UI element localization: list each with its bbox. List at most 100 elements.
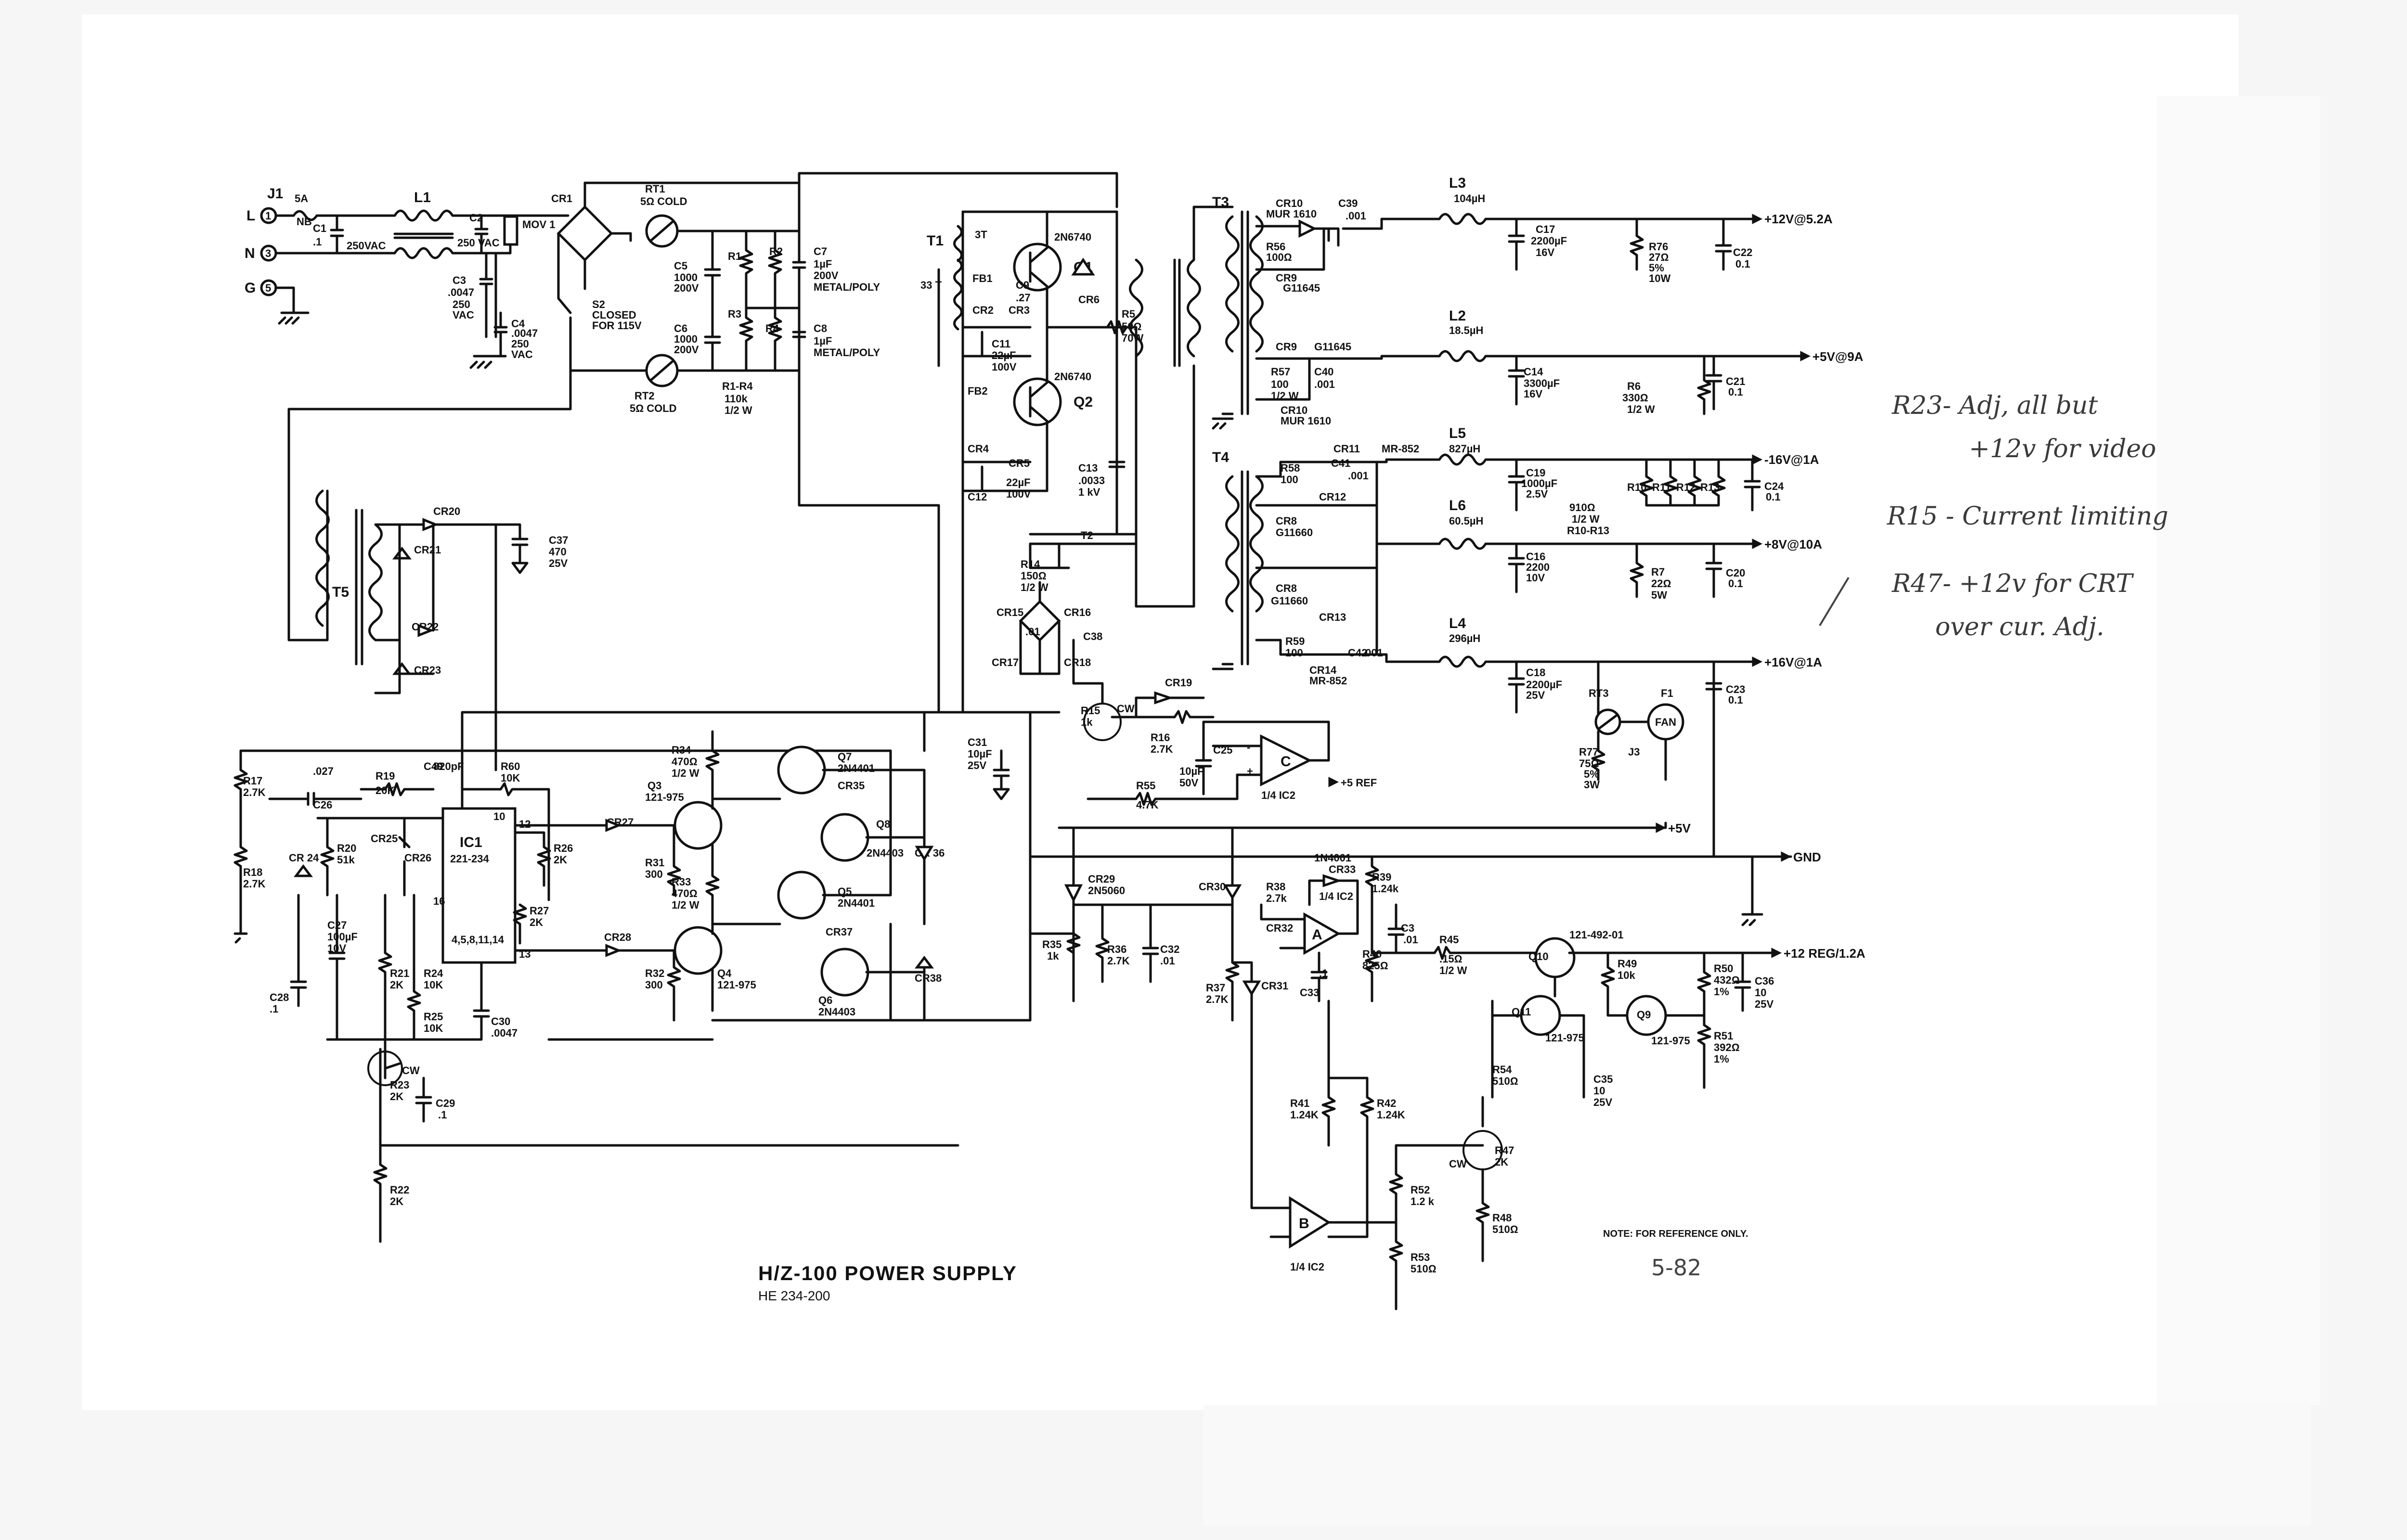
- part-number: HE 234-200: [758, 1288, 830, 1303]
- svg-text:CR6: CR6: [1078, 294, 1100, 306]
- ic2c-comparator: [1260, 734, 1312, 787]
- t4-transformer: [1225, 470, 1249, 666]
- svg-text:2200: 2200: [1526, 561, 1550, 573]
- input-n-label: N: [245, 245, 255, 261]
- svg-text:R35: R35: [1042, 938, 1061, 950]
- svg-text:R31: R31: [645, 857, 664, 869]
- svg-text:R10-R13: R10-R13: [1567, 525, 1609, 537]
- svg-text:T4: T4: [1212, 449, 1229, 465]
- svg-text:1/4 IC2: 1/4 IC2: [1261, 789, 1295, 801]
- svg-text:.0047: .0047: [448, 286, 474, 298]
- svg-text:.01: .01: [1025, 626, 1040, 638]
- svg-text:250 VAC: 250 VAC: [457, 237, 500, 249]
- svg-text:Q7: Q7: [838, 751, 852, 763]
- svg-text:22µF: 22µF: [1006, 476, 1031, 488]
- svg-text:R12: R12: [1676, 481, 1695, 493]
- svg-text:.0047: .0047: [511, 327, 538, 339]
- t3-output-section: T3 CR10 MUR 1610 R56 100Ω CR9 G11645 C39…: [1212, 175, 1863, 430]
- cr22-diode: [417, 624, 434, 637]
- svg-text:2.5V: 2.5V: [1526, 488, 1548, 500]
- output-12v-reg: +12 REG/1.2A: [1784, 946, 1865, 961]
- svg-text:CR15: CR15: [996, 606, 1023, 618]
- t4-output-section: T4 CR11 MR-852 R58 100 C41 .001 CR12 CR8…: [1212, 425, 1822, 791]
- svg-text:G11645: G11645: [1283, 282, 1320, 294]
- l1-inductor-top: [384, 209, 473, 222]
- cr24-diode: [294, 864, 313, 877]
- output-gnd: GND: [1793, 850, 1821, 864]
- cr38-diode: [915, 955, 934, 969]
- svg-text:R41: R41: [1290, 1097, 1309, 1109]
- svg-text:R11: R11: [1652, 481, 1671, 493]
- t3-transformer: [1225, 210, 1249, 415]
- ic2b-opamp: [1289, 1196, 1331, 1249]
- svg-text:MR-852: MR-852: [1309, 675, 1347, 687]
- svg-text:C36: C36: [1755, 975, 1774, 987]
- svg-text:CW: CW: [1117, 703, 1135, 715]
- svg-text:R25: R25: [424, 1011, 443, 1023]
- l6-inductor: [1375, 538, 1754, 550]
- svg-text:R52: R52: [1411, 1184, 1430, 1196]
- svg-text:CR29: CR29: [1088, 873, 1115, 885]
- svg-text:R19: R19: [375, 770, 395, 782]
- svg-text:104µH: 104µH: [1454, 192, 1485, 205]
- svg-text:C8: C8: [814, 322, 827, 334]
- svg-text:C20: C20: [1726, 567, 1745, 579]
- ic2a-opamp: [1303, 912, 1341, 955]
- svg-text:5Ω COLD: 5Ω COLD: [640, 195, 687, 207]
- handwritten-note-r15: R15 - Current limiting: [1887, 502, 2168, 531]
- reference-note: NOTE: FOR REFERENCE ONLY.: [1603, 1229, 1748, 1239]
- svg-text:G11660: G11660: [1276, 526, 1313, 539]
- svg-text:R33: R33: [672, 876, 691, 888]
- output-5v: +5V@9A: [1812, 349, 1863, 364]
- l3-inductor: [1380, 213, 1754, 230]
- cr21-diode: [392, 546, 412, 560]
- svg-text:CR8: CR8: [1276, 582, 1297, 594]
- ic1-pwm-controller: [441, 807, 517, 964]
- svg-text:18.5µH: 18.5µH: [1449, 324, 1483, 336]
- l5-inductor: [1385, 453, 1754, 466]
- svg-text:METAL/POLY: METAL/POLY: [814, 281, 880, 293]
- t5-aux-supply: T5 CR20 CR21 CR22 CR23 C37 470 25V: [287, 369, 572, 714]
- svg-text:10: 10: [1593, 1085, 1605, 1097]
- svg-text:2N4401: 2N4401: [838, 897, 875, 909]
- svg-text:2K: 2K: [1495, 1156, 1508, 1168]
- q3-transistor: [673, 801, 723, 850]
- q5-transistor: [777, 871, 826, 920]
- svg-text:CR26: CR26: [404, 852, 431, 864]
- svg-text:MOV 1: MOV 1: [522, 218, 555, 231]
- cr20-diode: [422, 518, 439, 531]
- r23-adjust-pot[interactable]: [367, 1051, 403, 1086]
- svg-text:250VAC: 250VAC: [347, 240, 386, 252]
- svg-text:16: 16: [433, 895, 445, 907]
- svg-text:50V: 50V: [1179, 777, 1198, 789]
- svg-text:C14: C14: [1524, 366, 1543, 378]
- svg-text:10µF: 10µF: [968, 748, 992, 760]
- svg-text:R57: R57: [1271, 366, 1290, 378]
- svg-text:827µH: 827µH: [1449, 443, 1480, 455]
- svg-text:2N5060: 2N5060: [1088, 885, 1125, 897]
- svg-text:121-975: 121-975: [645, 791, 684, 803]
- svg-text:1N4001: 1N4001: [1314, 852, 1351, 864]
- svg-text:C29: C29: [436, 1097, 455, 1109]
- svg-text:1/2 W: 1/2 W: [672, 767, 699, 779]
- q1-transistor: [1013, 243, 1062, 292]
- svg-text:2.7K: 2.7K: [243, 878, 266, 890]
- mov-1: [503, 215, 518, 246]
- svg-text:FOR 115V: FOR 115V: [592, 320, 642, 332]
- svg-text:CR30: CR30: [1199, 881, 1226, 893]
- svg-text:CR21: CR21: [414, 544, 441, 556]
- svg-text:C23: C23: [1726, 683, 1745, 695]
- svg-text:2.7K: 2.7K: [1206, 993, 1229, 1005]
- svg-text:300: 300: [645, 868, 663, 880]
- svg-text:G11645: G11645: [1314, 341, 1351, 353]
- input-g-label: G: [245, 280, 256, 296]
- l2-inductor: [1380, 350, 1802, 362]
- svg-text:A: A: [1312, 927, 1322, 943]
- svg-text:2N4401: 2N4401: [838, 762, 875, 774]
- svg-text:2K: 2K: [390, 979, 403, 991]
- svg-text:0.1: 0.1: [1735, 258, 1750, 270]
- svg-text:2200µF: 2200µF: [1531, 235, 1567, 247]
- t2-transformer: [1029, 533, 1138, 545]
- q4-transistor: [673, 926, 723, 975]
- svg-text:1: 1: [265, 210, 271, 222]
